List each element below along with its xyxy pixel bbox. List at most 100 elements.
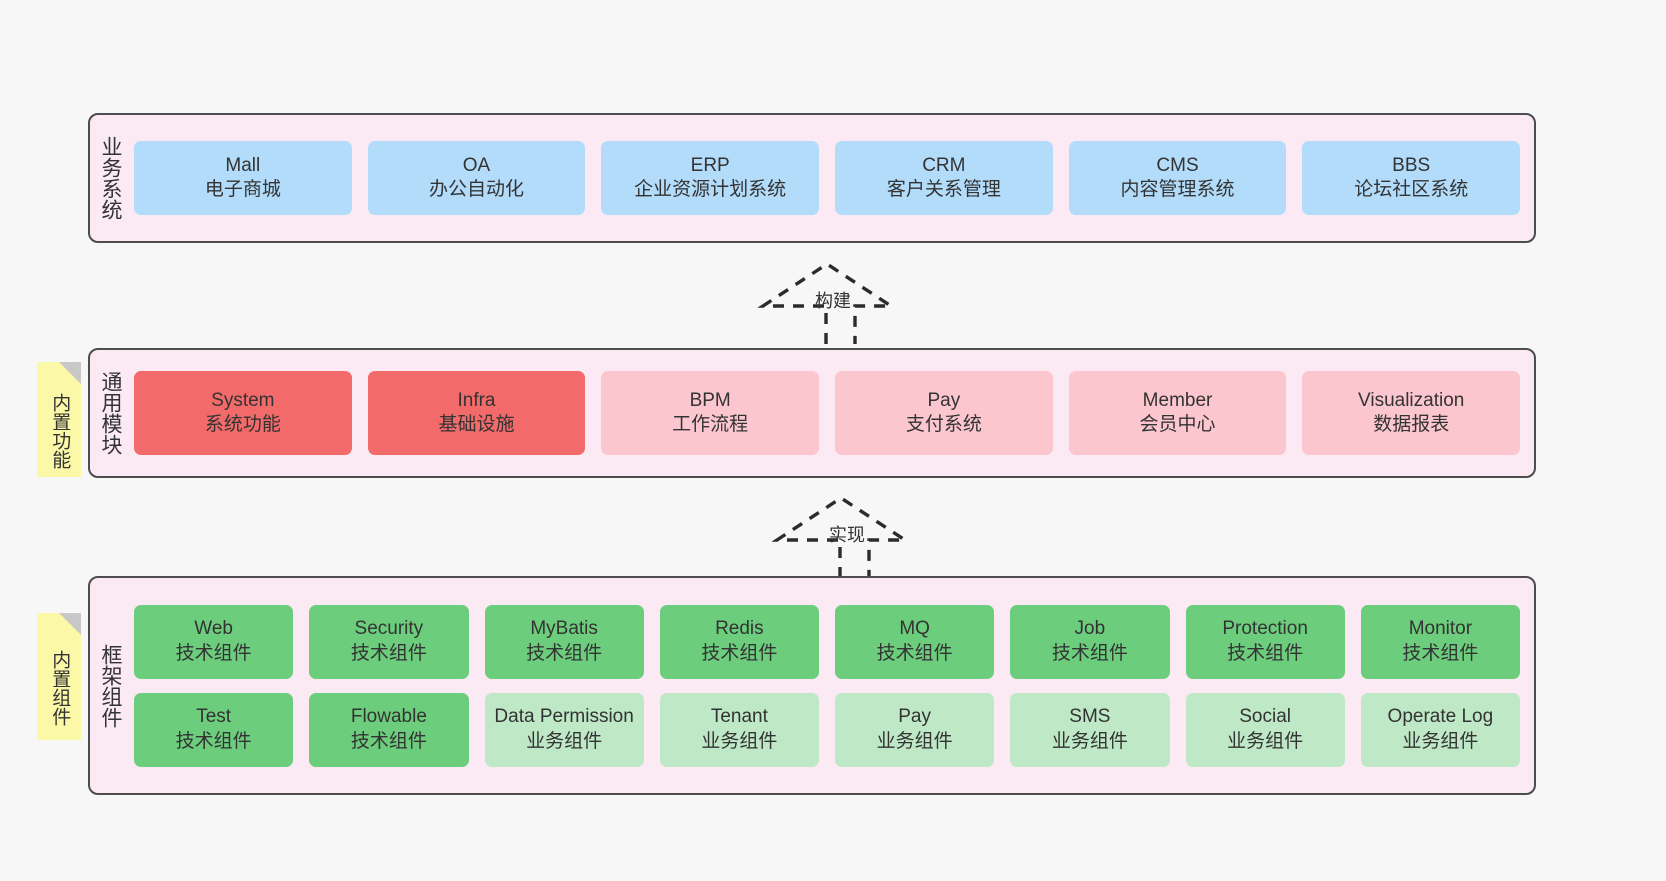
node-subtitle: 系统功能 [204, 414, 281, 435]
node-title: Member [1142, 389, 1213, 411]
node-bbs[interactable]: BBS 论坛社区系统 [1302, 141, 1521, 215]
node-title: OA [462, 154, 491, 176]
layer-body-business: Mall 电子商城 OA 办公自动化 ERP 企业资源计划系统 CRM 客户关系… [130, 115, 1534, 241]
sticky-note-builtin-component: 内置组件 [37, 613, 81, 740]
node-job[interactable]: Job 技术组件 [1010, 604, 1170, 679]
node-sms[interactable]: SMS 业务组件 [1010, 692, 1170, 767]
node-title: Security [354, 618, 424, 640]
node-title: Tenant [710, 706, 768, 728]
node-subtitle: 业务组件 [701, 730, 778, 752]
node-infra[interactable]: Infra 基础设施 [367, 371, 586, 455]
node-bpm[interactable]: BPM 工作流程 [601, 371, 820, 455]
node-redis[interactable]: Redis 技术组件 [659, 604, 819, 679]
node-title: Job [1074, 618, 1106, 640]
node-title: Web [194, 618, 233, 640]
connector-implement-label: 实现 [829, 525, 865, 545]
node-visualization[interactable]: Visualization 数据报表 [1302, 371, 1521, 455]
node-subtitle: 技术组件 [526, 642, 603, 664]
node-title: Mall [225, 154, 261, 176]
node-mybatis[interactable]: MyBatis 技术组件 [484, 604, 644, 679]
node-subtitle: 基础设施 [438, 414, 515, 435]
node-operate-log[interactable]: Operate Log 业务组件 [1360, 692, 1520, 767]
node-title: BBS [1392, 154, 1431, 176]
node-title: Operate Log [1387, 706, 1494, 728]
layer-band-common: 通用模块 System 系统功能 Infra 基础设施 BPM 工作流程 Pay… [88, 348, 1536, 478]
sticky-fold-corner [59, 362, 81, 384]
node-web[interactable]: Web 技术组件 [134, 604, 294, 679]
connector-build-label: 构建 [815, 291, 851, 311]
connector-implement: 实现 [771, 492, 912, 580]
node-subtitle: 业务组件 [876, 730, 953, 752]
node-monitor[interactable]: Monitor 技术组件 [1360, 604, 1520, 679]
node-title: Monitor [1408, 618, 1473, 640]
implement-arrow-icon [771, 495, 911, 578]
sticky-note-label: 内置组件 [49, 649, 71, 726]
node-security[interactable]: Security 技术组件 [309, 604, 469, 679]
node-subtitle: 办公自动化 [429, 179, 525, 200]
node-data-permission[interactable]: Data Permission 业务组件 [484, 692, 644, 767]
layer-label-framework: 框架组件 [98, 643, 122, 728]
node-subtitle: 技术组件 [175, 730, 252, 752]
node-title: Social [1239, 706, 1291, 728]
node-pay-component[interactable]: Pay 业务组件 [835, 692, 995, 767]
node-title: CRM [922, 154, 966, 176]
node-title: Pay [927, 389, 961, 411]
node-title: Data Permission [494, 706, 634, 728]
node-subtitle: 工作流程 [672, 414, 749, 435]
node-title: Protection [1222, 618, 1308, 640]
node-subtitle: 会员中心 [1139, 414, 1216, 435]
node-subtitle: 论坛社区系统 [1354, 179, 1469, 200]
layer-band-framework: 框架组件 Web 技术组件 Security 技术组件 MyBatis 技术组件… [88, 576, 1536, 795]
node-title: Redis [715, 618, 764, 640]
node-title: BPM [689, 389, 731, 411]
node-subtitle: 技术组件 [1227, 642, 1304, 664]
sticky-note-builtin-function: 内置功能 [37, 362, 81, 477]
node-subtitle: 业务组件 [1227, 730, 1304, 752]
node-test[interactable]: Test 技术组件 [134, 692, 294, 767]
node-subtitle: 技术组件 [1402, 642, 1479, 664]
node-title: Pay [898, 706, 931, 728]
node-member[interactable]: Member 会员中心 [1068, 371, 1287, 455]
node-crm[interactable]: CRM 客户关系管理 [835, 141, 1053, 215]
node-flowable[interactable]: Flowable 技术组件 [309, 692, 469, 767]
node-subtitle: 内容管理系统 [1120, 179, 1235, 200]
node-system[interactable]: System 系统功能 [134, 371, 352, 455]
node-pay[interactable]: Pay 支付系统 [835, 371, 1053, 455]
node-social[interactable]: Social 业务组件 [1185, 692, 1345, 767]
node-title: CMS [1156, 154, 1199, 176]
layer-band-business: 业务系统 Mall 电子商城 OA 办公自动化 ERP 企业资源计划系统 CRM… [88, 113, 1536, 243]
node-subtitle: 业务组件 [526, 730, 603, 752]
node-title: Infra [457, 389, 496, 411]
node-subtitle: 企业资源计划系统 [634, 179, 787, 200]
node-row: Mall 电子商城 OA 办公自动化 ERP 企业资源计划系统 CRM 客户关系… [134, 141, 1521, 215]
node-title: Flowable [350, 706, 427, 728]
node-title: System [211, 389, 275, 411]
node-subtitle: 业务组件 [1402, 730, 1479, 752]
node-row: Web 技术组件 Security 技术组件 MyBatis 技术组件 Redi… [134, 604, 1520, 679]
layer-label-common: 通用模块 [98, 371, 122, 455]
node-subtitle: 数据报表 [1373, 414, 1450, 435]
node-subtitle: 技术组件 [350, 642, 427, 664]
node-title: Visualization [1358, 389, 1465, 411]
node-subtitle: 技术组件 [350, 730, 427, 752]
node-oa[interactable]: OA 办公自动化 [367, 141, 586, 215]
node-mall[interactable]: Mall 电子商城 [134, 141, 352, 215]
node-title: MQ [899, 618, 930, 640]
layer-label-business: 业务系统 [98, 136, 122, 220]
node-mq[interactable]: MQ 技术组件 [835, 604, 995, 679]
node-tenant[interactable]: Tenant 业务组件 [659, 692, 819, 767]
node-erp[interactable]: ERP 企业资源计划系统 [601, 141, 820, 215]
node-protection[interactable]: Protection 技术组件 [1185, 604, 1345, 679]
node-subtitle: 支付系统 [905, 414, 982, 435]
node-subtitle: 技术组件 [701, 642, 778, 664]
node-row: System 系统功能 Infra 基础设施 BPM 工作流程 Pay 支付系统… [134, 371, 1521, 455]
sticky-fold-corner [59, 613, 81, 635]
layer-body-common: System 系统功能 Infra 基础设施 BPM 工作流程 Pay 支付系统… [130, 350, 1534, 476]
connector-build: 构建 [757, 258, 898, 346]
node-cms[interactable]: CMS 内容管理系统 [1068, 141, 1287, 215]
sticky-note-label: 内置功能 [49, 392, 71, 469]
node-title: SMS [1069, 706, 1111, 728]
node-subtitle: 电子商城 [204, 179, 281, 200]
node-subtitle: 业务组件 [1051, 730, 1128, 752]
